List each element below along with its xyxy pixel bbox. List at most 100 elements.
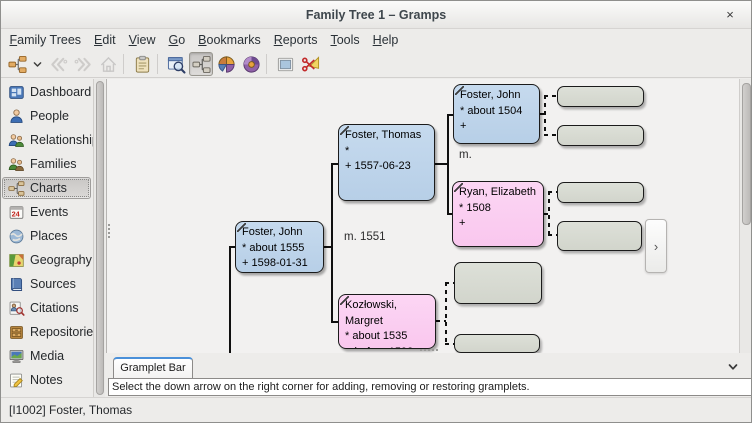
empty-person-box[interactable] [557, 86, 644, 107]
configure-view-button[interactable] [164, 52, 188, 76]
back-icon [50, 57, 67, 71]
sidebar-item-label: Sources [30, 277, 76, 291]
tree-connector-dashed-line [548, 191, 558, 193]
sidebar-item-relationships[interactable]: Relationships [2, 129, 105, 151]
menu-edit[interactable]: Edit [94, 33, 116, 47]
tree-connector-line [331, 163, 339, 165]
menu-help[interactable]: Help [372, 33, 399, 47]
sidebar-item-charts[interactable]: Charts [2, 177, 91, 199]
person-birth: * 1508 [459, 201, 491, 214]
menu-bar: Family Trees Edit View Go Bookmarks Reports To… [1, 29, 751, 51]
sidebar-item-dashboard[interactable]: Dashboard [2, 81, 91, 103]
chevron-down-icon[interactable] [723, 358, 743, 375]
menu-tools[interactable]: Tools [330, 33, 360, 47]
person-box-ryan-elizabeth[interactable]: Ryan, Elizabeth * 1508 + [452, 181, 544, 247]
sidebar-item-repositories[interactable]: Repositories [2, 321, 99, 343]
sidebar-item-sources[interactable]: Sources [2, 273, 91, 295]
toolbar-separator [157, 54, 158, 74]
fan-chart-full-icon [242, 55, 260, 73]
overflow-dots [420, 349, 422, 351]
sidebar-item-label: Citations [30, 301, 79, 315]
person-birth: * about 1535 [345, 330, 408, 342]
full-fan-chart-view-button[interactable] [239, 52, 263, 76]
sidebar-item-label: Places [30, 229, 68, 243]
overflow-dots [108, 228, 110, 230]
tree-connector-line [435, 163, 448, 165]
citations-icon [8, 300, 25, 317]
person-name: Kozłowski, Margret [345, 299, 397, 327]
corner-fold-icon [237, 223, 246, 232]
sidebar-item-label: People [30, 109, 69, 123]
sidebar-item-label: Geography [30, 253, 92, 267]
menu-bookmarks[interactable]: Bookmarks [198, 33, 261, 47]
gramplet-bar: Gramplet Bar [106, 353, 751, 378]
person-name: Ryan, Elizabeth [459, 186, 537, 198]
tool-bar [1, 51, 751, 78]
empty-person-box[interactable] [454, 334, 540, 353]
svg-text:24: 24 [12, 209, 21, 218]
back-button[interactable] [46, 52, 70, 76]
forward-icon [74, 57, 91, 71]
screenshot-icon [277, 57, 293, 71]
marriage-label: m. [459, 149, 472, 161]
sidebar-scrollbar[interactable] [93, 79, 105, 397]
repositories-icon [8, 324, 25, 341]
sidebar-item-geography[interactable]: Geography [2, 249, 92, 271]
corner-fold-icon [455, 86, 464, 95]
sidebar-item-media[interactable]: Media [2, 345, 91, 367]
sidebar-item-label: Dashboard [30, 85, 92, 99]
menu-view[interactable]: View [128, 33, 156, 47]
person-birth: * about 1555 [242, 241, 305, 254]
tree-connector-dashed-line [548, 234, 558, 236]
fan-chart-icon [217, 55, 235, 73]
view-dropdown-arrow[interactable] [30, 52, 44, 76]
close-icon[interactable]: × [726, 7, 734, 22]
clipboard-button[interactable] [130, 52, 154, 76]
gramplet-bar-tab[interactable]: Gramplet Bar [113, 357, 193, 378]
canvas-scrollbar[interactable] [739, 79, 751, 353]
empty-person-box[interactable] [454, 262, 542, 304]
tree-connector-line [447, 213, 453, 215]
sidebar-item-families[interactable]: Families [2, 153, 91, 175]
sidebar-item-citations[interactable]: Citations [2, 297, 91, 319]
sidebar-scrollbar-thumb[interactable] [96, 81, 104, 395]
person-box-koz-owski-margret[interactable]: Kozłowski, Margret* about 1535+ before 1… [338, 294, 436, 349]
empty-person-box[interactable] [557, 221, 642, 251]
forward-button[interactable] [71, 52, 95, 76]
empty-person-box[interactable] [557, 182, 644, 203]
canvas-scrollbar-thumb[interactable] [742, 83, 751, 225]
clipboard-icon [135, 55, 149, 73]
empty-person-box[interactable] [557, 125, 644, 146]
pedigree-view-button[interactable] [189, 52, 213, 76]
home-button[interactable] [96, 52, 120, 76]
expand-generation-button[interactable]: › [645, 219, 667, 273]
sidebar-item-label: Events [30, 205, 69, 219]
marriage-label: m. 1551 [344, 231, 386, 243]
person-box-foster-thomas[interactable]: Foster, Thomas*+ 1557-06-23 [338, 124, 435, 201]
sidebar-item-events[interactable]: 24 Events [2, 201, 91, 223]
pedigree-gray-icon [191, 55, 211, 73]
sidebar-item-people[interactable]: People [2, 105, 91, 127]
sidebar-item-notes[interactable]: Notes [2, 369, 91, 391]
person-death: + [459, 217, 466, 229]
menu-go[interactable]: Go [168, 33, 186, 47]
overflow-dots [108, 236, 110, 238]
person-box-foster-john[interactable]: Foster, John* about 1504+ [453, 84, 540, 144]
sidebar-item-places[interactable]: Places [2, 225, 91, 247]
relationships-icon [8, 132, 25, 149]
events-icon: 24 [8, 204, 25, 221]
tree-connector-line [229, 246, 231, 353]
person-box-foster-john[interactable]: Foster, John* about 1555+ 1598-01-31 [235, 221, 324, 273]
person-name: Foster, Thomas [345, 129, 422, 141]
trim-button[interactable] [298, 52, 322, 76]
sidebar-item-label: Relationships [30, 133, 106, 147]
menu-family-trees[interactable]: Family Trees [9, 33, 82, 47]
screenshot-button[interactable] [273, 52, 297, 76]
tree-connector-line [324, 246, 332, 248]
fan-chart-view-button[interactable] [214, 52, 238, 76]
tree-connector-dashed-line [548, 191, 550, 236]
overflow-dots [428, 349, 430, 351]
overflow-dots [436, 349, 438, 351]
menu-reports[interactable]: Reports [273, 33, 318, 47]
active-view-button[interactable] [5, 52, 29, 76]
